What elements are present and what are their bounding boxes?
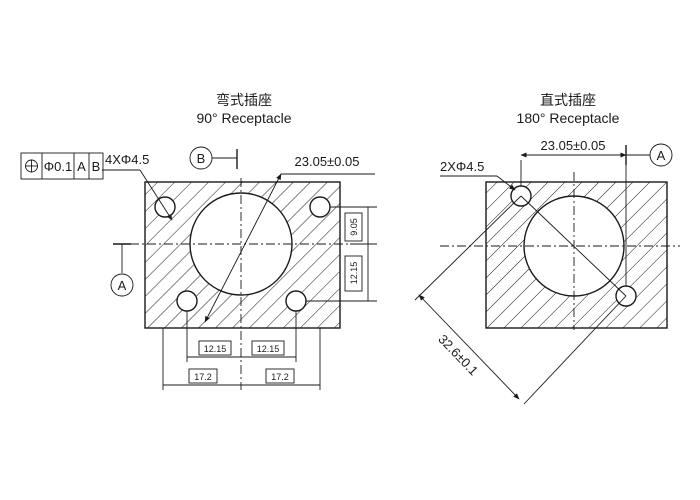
right-diag-dim: 32.6±0.1 [435, 331, 481, 378]
right-view: 直式插座 180° Receptacle 23.05±0.05 A 2XΦ4.5… [414, 92, 680, 405]
left-hdim-outer-left: 17.2 [194, 372, 212, 382]
left-diag-dim-line [204, 173, 282, 323]
left-vdim-upper: 9.05 [349, 218, 359, 236]
tol-value: Φ0.1 [44, 159, 72, 174]
right-datum-a-bubble [649, 143, 673, 167]
left-diag-dim: 23.05±0.05 [295, 154, 360, 169]
right-holes-leader [496, 175, 516, 191]
left-title-cn: 弯式插座 [216, 92, 272, 108]
left-holes-leader [139, 169, 173, 221]
left-holes-callout: 4XΦ4.5 [105, 152, 149, 167]
datum-a-bubble [110, 273, 134, 297]
tol-datum-1: A [77, 159, 86, 174]
right-holes-callout: 2XΦ4.5 [440, 159, 484, 174]
right-top-dim: 23.05±0.05 [541, 138, 606, 153]
right-datum-a-label: A [657, 148, 666, 163]
tolerance-frame: Φ0.1 A B [20, 152, 104, 180]
tol-datum-2: B [92, 159, 101, 174]
left-view: 弯式插座 90° Receptacle 23.05±0.05 4XΦ4.5 [20, 92, 377, 390]
right-title-en: 180° Receptacle [517, 110, 620, 126]
left-hdim-inner-left: 12.15 [204, 344, 227, 354]
left-hdim-inner-right: 12.15 [257, 344, 280, 354]
right-title-cn: 直式插座 [540, 92, 596, 108]
datum-b-label: B [197, 151, 206, 166]
left-vdim-lower: 12.15 [349, 262, 359, 285]
left-title-en: 90° Receptacle [196, 110, 291, 126]
right-diag-dim-line [418, 294, 520, 400]
left-hdim-outer-right: 17.2 [271, 372, 289, 382]
right-flange-outline [485, 181, 668, 329]
datum-a-label: A [118, 278, 127, 293]
left-hole-top-left [154, 196, 176, 218]
